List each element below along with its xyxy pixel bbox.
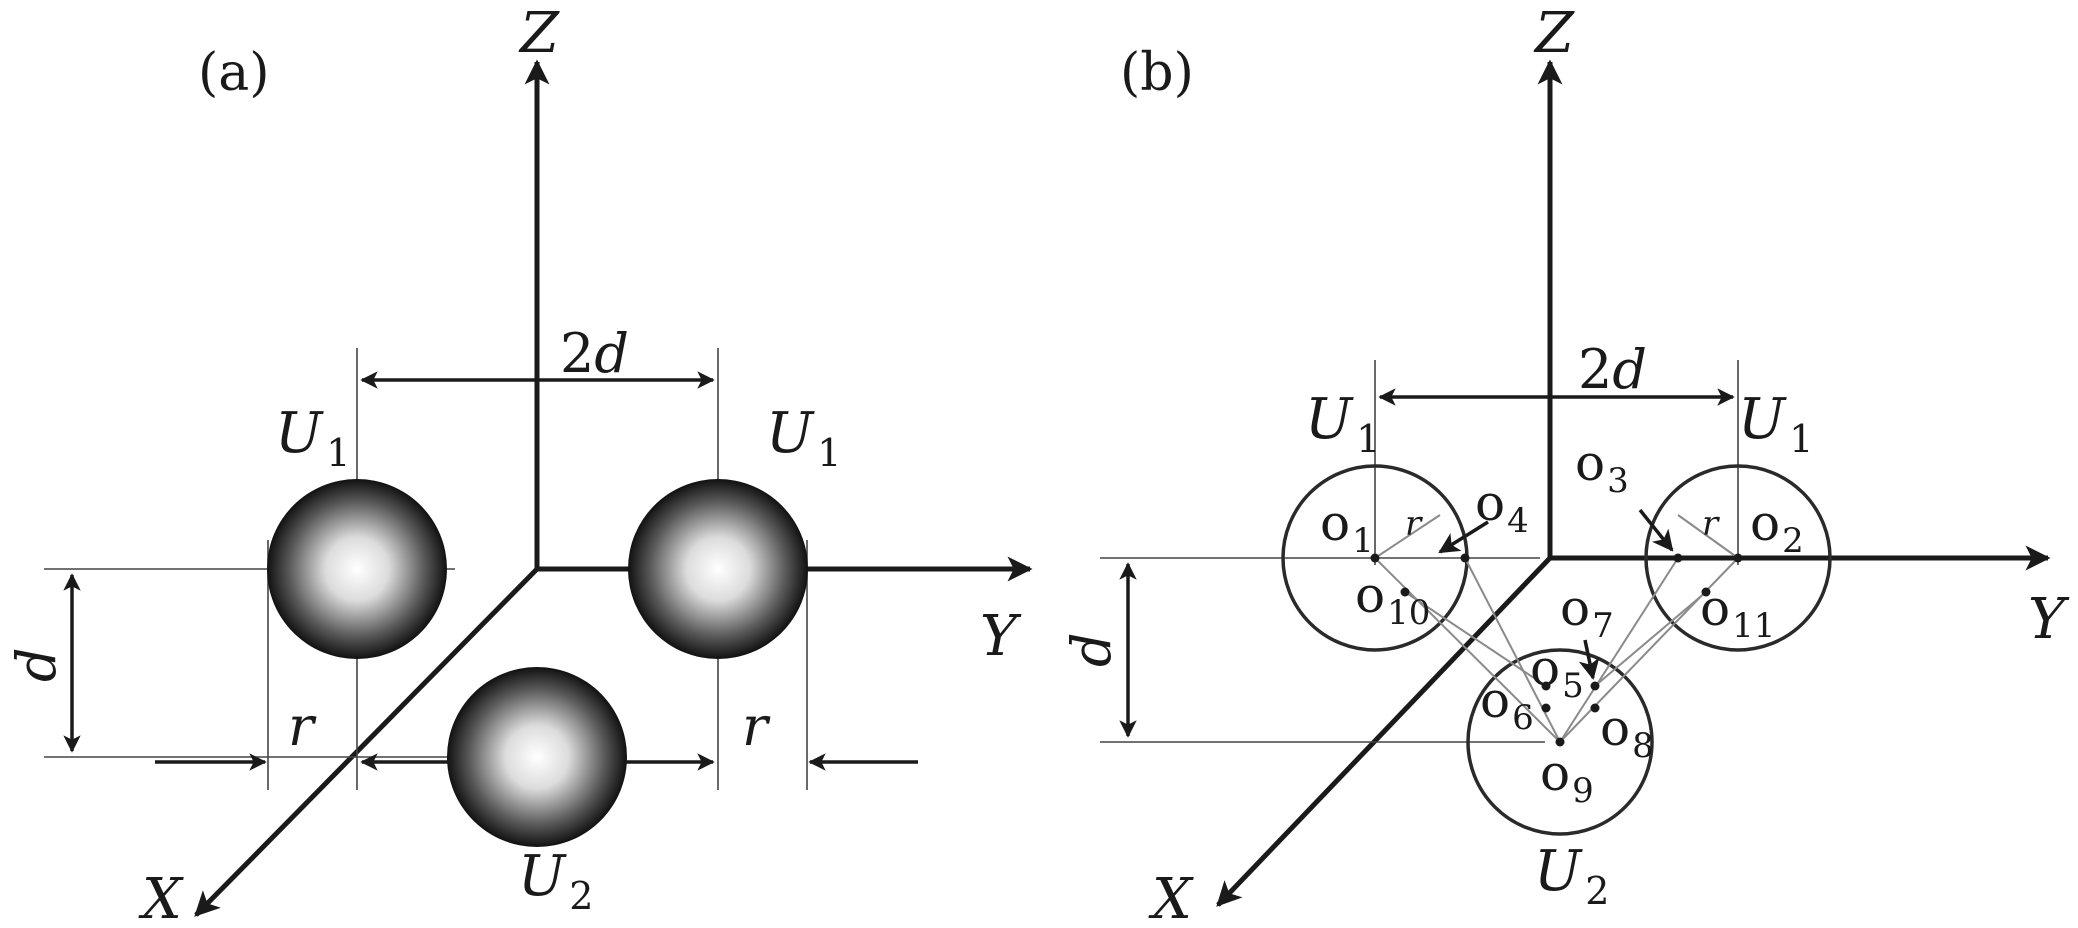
label-o7: o7 [1560, 579, 1614, 646]
panel-a-r-label-left: r [288, 695, 317, 758]
point-o5 [1541, 681, 1551, 691]
panel-a-x-axis [194, 567, 539, 917]
panel-a-z-axis-label: Z [518, 1, 560, 66]
panel-b-z-axis-label: Z [1533, 1, 1575, 66]
panel-a-x-axis-label: X [138, 867, 184, 928]
label-o3: o3 [1575, 434, 1629, 501]
panel-b-x-axis-label: X [1148, 867, 1194, 928]
label-o1: o1 [1320, 494, 1374, 561]
label-o5: o5 [1530, 639, 1584, 706]
panel-b: (b) Z Y X [1060, 1, 2070, 928]
panel-b-d-label: d [1060, 632, 1123, 667]
point-o4 [1460, 553, 1470, 563]
label-o11: o11 [1700, 579, 1775, 646]
panel-a-2d-label: 2d [560, 322, 629, 385]
point-o3 [1673, 553, 1683, 563]
circle-u1-right [1644, 464, 1832, 652]
panel-b-r-label-left: r [1405, 504, 1423, 544]
panel-b-y-axis-label: Y [2028, 587, 2070, 652]
sphere-u2 [447, 667, 627, 847]
point-o7 [1590, 681, 1600, 691]
point-o6 [1541, 703, 1551, 713]
point-o2 [1733, 553, 1743, 563]
point-o11 [1701, 587, 1711, 597]
point-o8 [1590, 703, 1600, 713]
sphere-u1-left [267, 479, 447, 659]
point-o9 [1555, 737, 1565, 747]
label-o9: o9 [1540, 744, 1594, 811]
point-o10 [1400, 587, 1410, 597]
label-o2: o2 [1750, 494, 1804, 561]
point-o1 [1370, 553, 1380, 563]
sphere-u1-right [628, 479, 808, 659]
panel-b-r-label-right: r [1702, 504, 1720, 544]
panel-a-d-label: d [5, 647, 68, 682]
circle-u2 [1466, 648, 1654, 836]
panel-b-2d-label: 2d [1578, 338, 1647, 401]
label-o8: o8 [1600, 699, 1654, 766]
panel-b-label: (b) [1120, 43, 1194, 103]
label-o4: o4 [1475, 474, 1529, 541]
panel-a-label: (a) [198, 43, 270, 103]
label-o6: o6 [1480, 671, 1534, 738]
panel-a-y-axis-label: Y [980, 604, 1022, 669]
label-o10: o10 [1355, 566, 1430, 633]
panel-a-r-label-right: r [742, 695, 771, 758]
